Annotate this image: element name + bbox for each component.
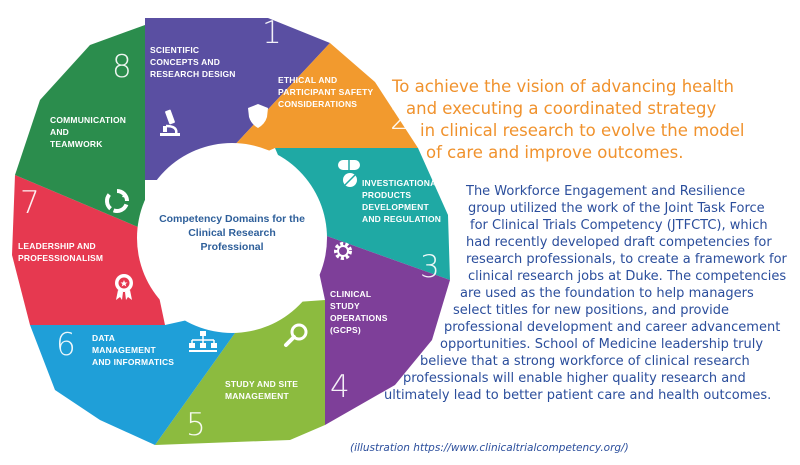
pill-icon (338, 160, 360, 187)
segment-3-shape (275, 148, 450, 280)
segment-4-shape (310, 230, 450, 425)
segment-2-number: 2 (390, 101, 410, 137)
segment-2-shape (202, 43, 418, 180)
headline-line: of care and improve outcomes. (426, 143, 684, 162)
headline-line: and executing a coordinated strategy (406, 99, 717, 118)
cycle-icon (105, 189, 129, 213)
segment-5-label: Study and Site Management (225, 379, 299, 401)
segment-6-number: 6 (56, 327, 76, 363)
segment-2-label: Ethical and Participant Safety Considera… (278, 75, 374, 109)
headline-line: To achieve the vision of advancing healt… (392, 77, 734, 96)
headline-line: in clinical research to evolve the model (420, 121, 745, 140)
segment-1-label: Scientific Concepts and Research Design (150, 45, 236, 79)
segment-1-number: 1 (262, 15, 282, 51)
body-line: research professionals, to create a fram… (466, 252, 787, 267)
body-line: ultimately lead to better patient care a… (384, 388, 772, 403)
gear-icon (334, 242, 352, 260)
microscope-icon (160, 109, 180, 136)
center-circle (137, 143, 327, 333)
body-line: clinical research jobs at Duke. The comp… (468, 269, 787, 284)
segment-8-label: Communication and Teamwork (50, 115, 127, 149)
body-line: professionals will enable higher quality… (403, 371, 746, 386)
segment-3-label: Investigational Products Development and… (362, 178, 442, 224)
shield-icon (248, 104, 268, 128)
body-line: for Clinical Trials Competency (JTFCTC),… (470, 218, 768, 233)
org-chart-icon (189, 331, 217, 352)
segment-7-label: Leadership and Professionalism (18, 241, 104, 263)
body-line: professional development and career adva… (444, 320, 781, 335)
segment-5-number: 5 (186, 407, 206, 443)
magnifier-icon (284, 323, 308, 347)
segment-5-shape (155, 300, 325, 445)
segment-6-label: Data Management and Informatics (92, 333, 175, 367)
award-icon (115, 274, 133, 300)
body-line: believe that a strong workforce of clini… (420, 354, 750, 369)
body-line: select titles for new positions, and pro… (453, 303, 730, 318)
segment-1-shape (145, 18, 330, 180)
body-line: had recently developed draft competencie… (466, 235, 772, 250)
segment-4-label: Clinical Study Operations (GCPs) (330, 289, 388, 335)
illustration-caption: (illustration https://www.clinicaltrialc… (350, 442, 629, 454)
body-line: The Workforce Engagement and Resilience (466, 184, 746, 199)
segment-8-number: 8 (112, 49, 132, 85)
body-line: opportunities. School of Medicine leader… (440, 337, 764, 352)
segment-7-number: 7 (20, 185, 40, 221)
body-line: are used as the foundation to help manag… (460, 286, 754, 301)
body-line: group utilized the work of the Joint Tas… (468, 201, 765, 216)
competency-wheel (12, 18, 450, 445)
center-label: Competency Domains for the Clinical Rese… (159, 213, 305, 253)
segment-3-number: 3 (420, 249, 440, 285)
segment-8-shape (15, 25, 145, 230)
segment-4-number: 4 (330, 369, 350, 405)
headline: To achieve the vision of advancing healt… (384, 76, 764, 164)
